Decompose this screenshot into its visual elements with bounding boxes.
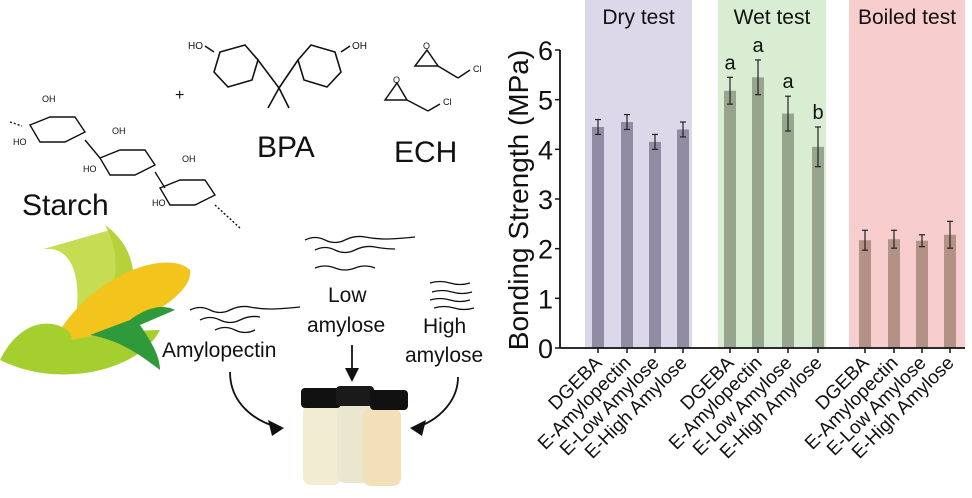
- bar: [752, 77, 764, 349]
- bar: [944, 234, 956, 348]
- plus-sign: +: [175, 87, 184, 104]
- low-amylose-chain-icon: [304, 235, 416, 271]
- ech-o-label-2: O: [393, 75, 400, 85]
- significance-letter: a: [782, 71, 794, 93]
- bar: [888, 239, 900, 348]
- y-tick-label: 3: [538, 185, 553, 215]
- y-axis-label: Bonding Strength (MPa): [503, 50, 534, 350]
- starch-oh-label: OH: [42, 94, 56, 104]
- starch-ho-label-3: HO: [152, 198, 166, 208]
- ech-label: ECH: [394, 136, 457, 169]
- ech-structure: [383, 48, 471, 112]
- y-tick-label: 1: [538, 284, 553, 314]
- group-title-wet: Wet test: [734, 6, 811, 29]
- high-amylose-chain-icon: [429, 280, 475, 311]
- y-tick-label: 5: [538, 86, 553, 116]
- bpa-ho-label: HO: [188, 41, 203, 52]
- group-title-boiled: Boiled test: [858, 6, 956, 29]
- y-tick-label: 6: [538, 36, 553, 66]
- high-amylose-label-line2: amylose: [405, 344, 483, 367]
- y-tick-label: 0: [538, 334, 553, 364]
- significance-letter: b: [812, 102, 823, 124]
- bpa-label: BPA: [257, 131, 315, 164]
- ech-cl-label: Cl: [473, 64, 482, 74]
- starch-oh-label-3: OH: [182, 154, 196, 164]
- starch-oh-label-2: OH: [112, 126, 126, 136]
- bar: [621, 122, 633, 349]
- low-amylose-label-line1: Low: [328, 284, 367, 307]
- amylopectin-chain-icon: [189, 305, 301, 334]
- arrow-head-icon: [268, 420, 284, 436]
- group-title-dry: Dry test: [602, 6, 675, 29]
- bar: [592, 126, 604, 348]
- amylopectin-label: Amylopectin: [162, 339, 276, 362]
- high-amylose-label-line1: High: [423, 315, 466, 338]
- bar: [812, 146, 824, 348]
- starch-ho-label: HO: [13, 137, 27, 147]
- ech-o-label: O: [423, 41, 430, 51]
- ech-cl-label-2: Cl: [443, 97, 452, 107]
- starch-label: Starch: [22, 189, 109, 222]
- bar: [649, 141, 661, 348]
- y-tick-label: 4: [538, 135, 553, 165]
- y-tick-label: 2: [538, 235, 553, 265]
- low-amylose-label-line2: amylose: [307, 314, 385, 337]
- bpa-oh-label: OH: [352, 41, 367, 52]
- bar: [677, 129, 689, 348]
- bpa-structure: [204, 44, 351, 109]
- significance-letter: a: [752, 35, 764, 57]
- bar: [916, 240, 928, 348]
- starch-ho-label-2: HO: [83, 164, 97, 174]
- significance-letter: a: [724, 52, 736, 74]
- starch-structure: [9, 116, 241, 229]
- corn-illustration: [0, 225, 191, 375]
- bar: [859, 240, 871, 348]
- bar: [782, 113, 794, 348]
- vials-photo: [301, 386, 408, 486]
- arrow-head-icon: [410, 420, 426, 436]
- bar: [724, 90, 736, 348]
- arrow-head-icon: [345, 368, 359, 382]
